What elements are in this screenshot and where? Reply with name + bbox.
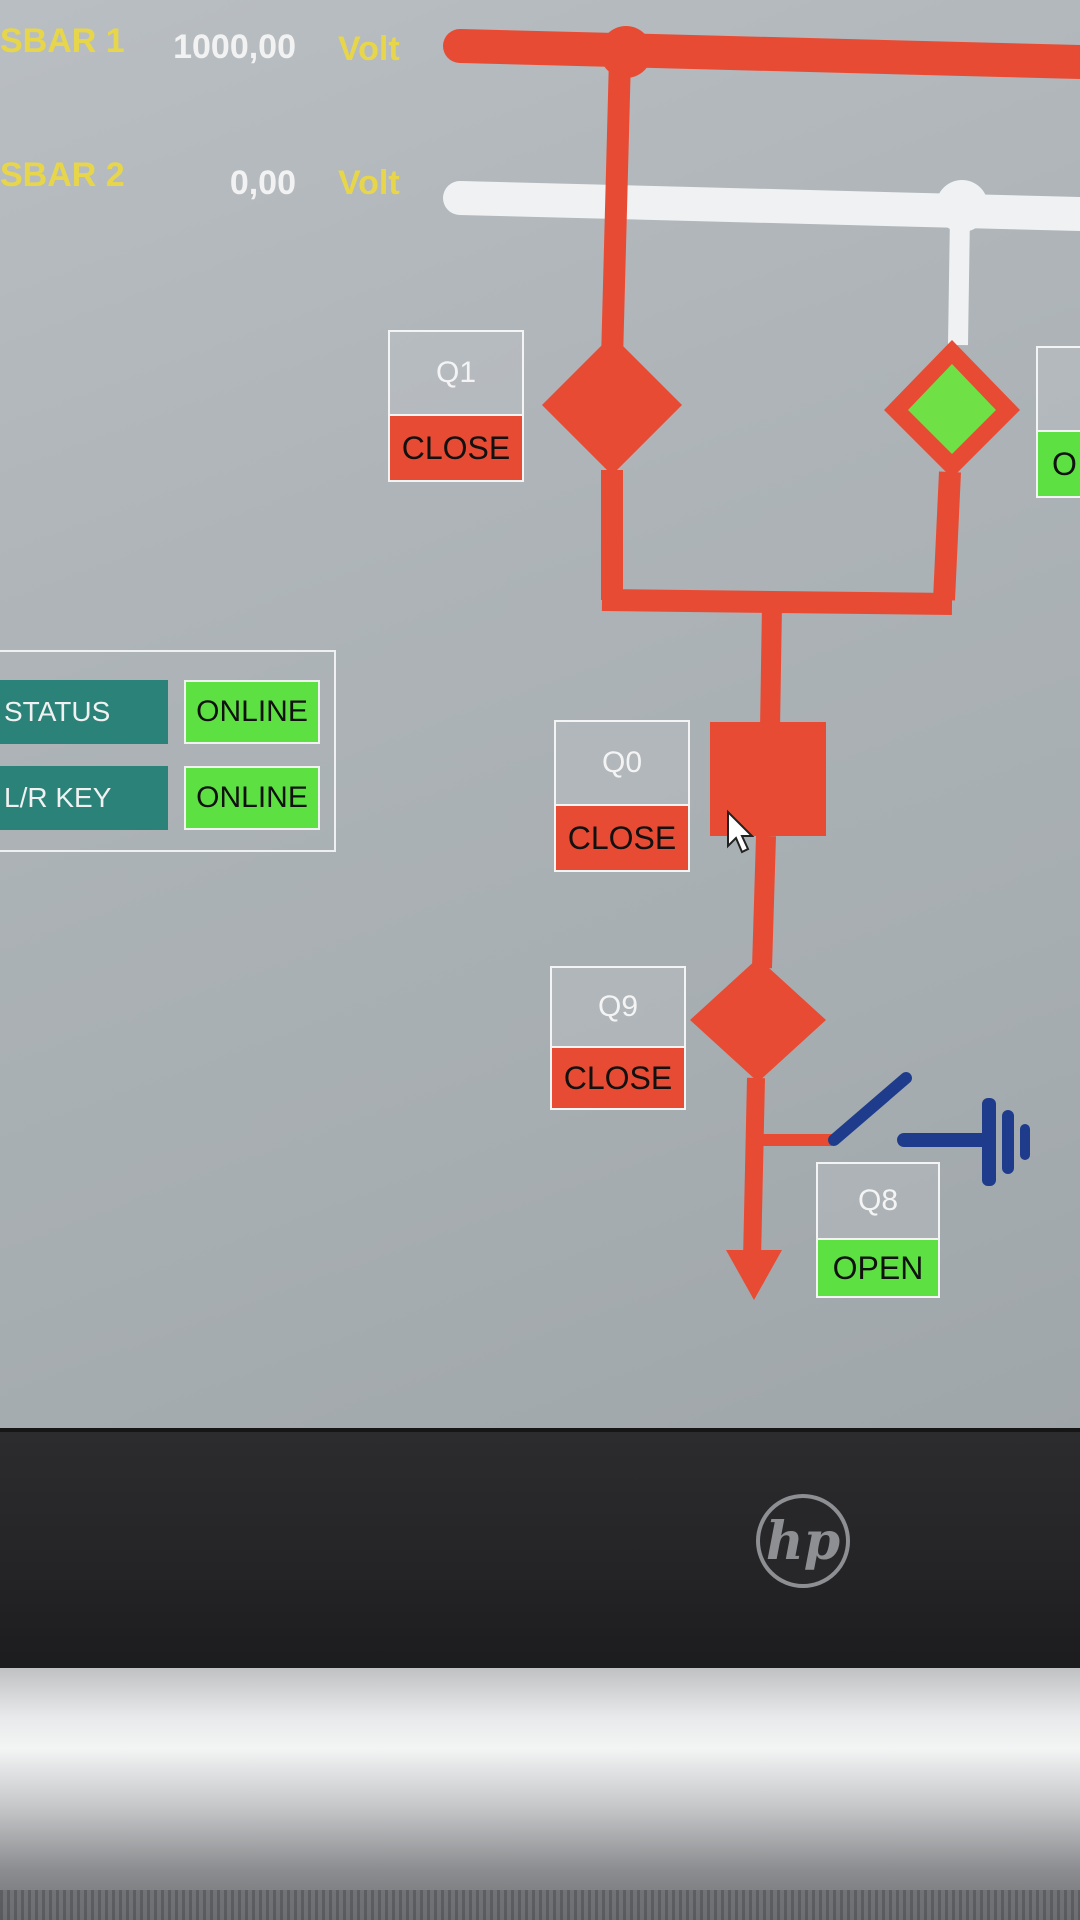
busbar-1 xyxy=(443,29,1080,79)
earth-switch-q8-state: OPEN xyxy=(816,1238,940,1298)
disconnector-q9-state: CLOSE xyxy=(550,1046,686,1110)
earth-switch-q8-blade[interactable] xyxy=(828,1072,912,1146)
outgoing-feeder-arrow xyxy=(726,1250,782,1300)
busbar-2-node xyxy=(936,180,988,232)
breaker-right-tag[interactable]: O xyxy=(1036,346,1080,498)
hmi-screen: SBAR 1 1000,00 Volt SBAR 2 0,00 Volt xyxy=(0,0,1080,1440)
busbar-1-unit: Volt xyxy=(338,30,400,68)
feeder-right-lower xyxy=(933,471,961,601)
earth-switch-q8-tag[interactable]: Q8 OPEN xyxy=(816,1162,940,1298)
breaker-q0-state: CLOSE xyxy=(554,804,690,872)
laptop-base xyxy=(0,1668,1080,1920)
status-value-badge: ONLINE xyxy=(184,680,320,744)
status-key-label: STATUS xyxy=(0,680,168,744)
breaker-q0-name: Q0 xyxy=(554,720,690,804)
disconnector-q9-symbol[interactable] xyxy=(690,958,826,1082)
mouse-pointer-icon xyxy=(727,809,755,854)
busbar-2-voltage: 0,00 xyxy=(229,164,296,202)
breaker-right-open-indicator xyxy=(908,364,996,454)
lr-key-label: L/R KEY xyxy=(0,766,168,830)
breaker-right-state: O xyxy=(1036,430,1080,498)
hp-logo-icon: hp xyxy=(756,1494,850,1588)
disconnector-q9-name: Q9 xyxy=(550,966,686,1046)
collector-bus xyxy=(601,589,953,615)
main-feeder-lower xyxy=(743,1077,765,1261)
earth-switch-q8-name: Q8 xyxy=(816,1162,940,1238)
lr-key-value-badge: ONLINE xyxy=(184,766,320,830)
busbar-1-voltage: 1000,00 xyxy=(173,28,296,66)
feeder-right-upper xyxy=(948,213,970,346)
main-feeder-mid xyxy=(752,835,776,969)
laptop-bezel xyxy=(0,1432,1080,1668)
single-line-diagram xyxy=(443,26,1080,1300)
breaker-q1-tag[interactable]: Q1 CLOSE xyxy=(388,330,524,482)
earth-ground-icon xyxy=(982,1098,1030,1186)
disconnector-q9-tag[interactable]: Q9 CLOSE xyxy=(550,966,686,1110)
breaker-right-name xyxy=(1036,346,1080,430)
breaker-q1-name: Q1 xyxy=(388,330,524,414)
feeder-q1-upper xyxy=(601,57,631,361)
busbar-2-label: SBAR 2 xyxy=(0,156,125,194)
breaker-q1-state: CLOSE xyxy=(388,414,524,482)
laptop-keyboard-edge xyxy=(0,1890,1080,1920)
busbar-2-unit: Volt xyxy=(338,164,400,202)
status-panel: STATUS ONLINE L/R KEY ONLINE xyxy=(0,650,336,852)
breaker-q1-symbol[interactable] xyxy=(542,335,682,475)
breaker-q0-tag[interactable]: Q0 CLOSE xyxy=(554,720,690,872)
busbar-1-label: SBAR 1 xyxy=(0,22,125,60)
main-feeder-upper xyxy=(760,603,782,731)
